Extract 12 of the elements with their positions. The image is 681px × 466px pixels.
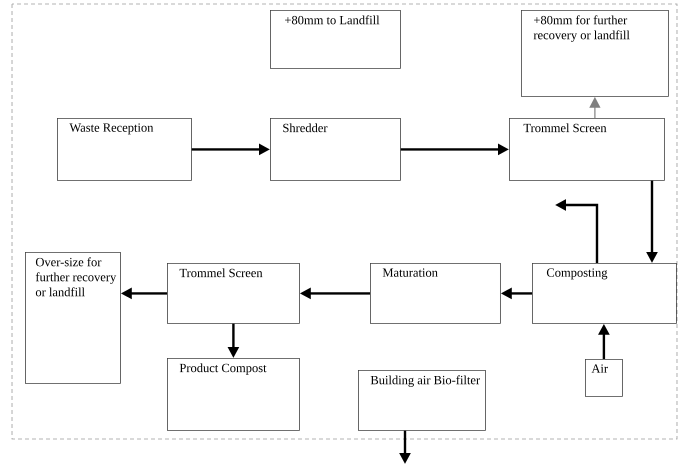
process-box: +80mm to Landfill <box>270 10 401 69</box>
process-box: Building air Bio-filter <box>358 370 486 431</box>
process-box: Composting <box>532 263 677 324</box>
process-box: Trommel Screen <box>167 263 300 324</box>
process-box: Product Compost <box>167 358 300 431</box>
process-box: Shredder <box>270 118 401 181</box>
process-box: Waste Reception <box>57 118 192 181</box>
process-box: Trommel Screen <box>509 118 665 181</box>
process-box: Air <box>585 359 623 397</box>
process-box: Maturation <box>370 263 501 324</box>
process-box: +80mm for further recovery or landfill <box>521 10 669 97</box>
process-box: Over-size for further recovery or landfill <box>25 252 121 384</box>
